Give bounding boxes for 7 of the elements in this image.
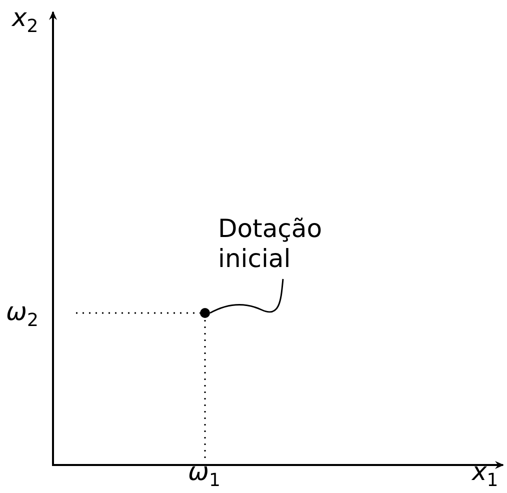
axis-label: x$_{1}$ xyxy=(472,458,498,493)
leader-line xyxy=(210,278,284,314)
point-marker xyxy=(200,308,210,318)
tick-label: ω$_{1}$ xyxy=(188,458,220,493)
axis-label: x$_{2}$ xyxy=(12,4,38,39)
tick-label: ω$_{2}$ xyxy=(6,298,38,333)
annotation-text: Dotação inicial xyxy=(218,214,348,274)
